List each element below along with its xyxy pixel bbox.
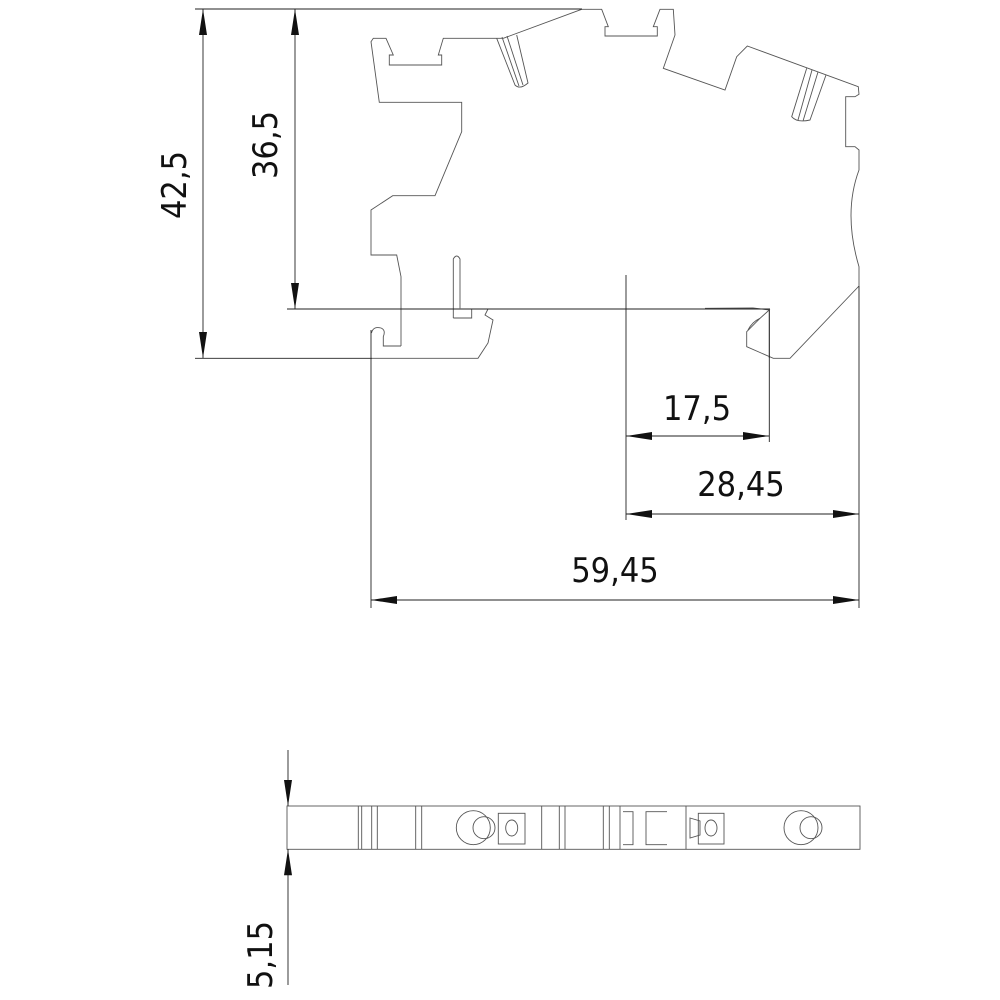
- dim-height-to-rail: 36,5: [246, 111, 286, 179]
- dim-height-total: 42,5: [155, 151, 195, 219]
- rail-clip-right: [747, 310, 770, 358]
- dim-thickness: 5,15: [241, 921, 281, 989]
- top-view: [284, 750, 861, 985]
- contact-window-left: [497, 812, 526, 845]
- mounting-pin: [452, 255, 473, 319]
- contact-hole-right: [704, 819, 718, 837]
- contact-window-right: [697, 812, 725, 845]
- housing-outline: [370, 8, 860, 359]
- top-view-ribs: [357, 806, 687, 850]
- spring-lever-right: [791, 68, 827, 122]
- screw-circle-right: [783, 810, 819, 846]
- latch-bracket: [623, 811, 667, 846]
- dim-width-17-5: 17,5: [663, 389, 731, 429]
- screw-inner-left: [472, 816, 496, 840]
- dim-width-28-45: 28,45: [697, 465, 785, 505]
- dim-width-total: 59,45: [571, 551, 659, 591]
- spring-lever-left: [496, 34, 529, 88]
- dimension-labels: 42,5 36,5 17,5 28,45 59,45 5,15: [155, 111, 785, 989]
- side-view: [370, 8, 860, 359]
- screw-inner-right: [799, 816, 823, 840]
- contact-hole-left: [505, 819, 519, 837]
- dimension-lines: [195, 8, 860, 608]
- latch-tab-right: [689, 817, 701, 839]
- screw-circle-left: [455, 810, 491, 846]
- top-view-outline: [286, 805, 861, 850]
